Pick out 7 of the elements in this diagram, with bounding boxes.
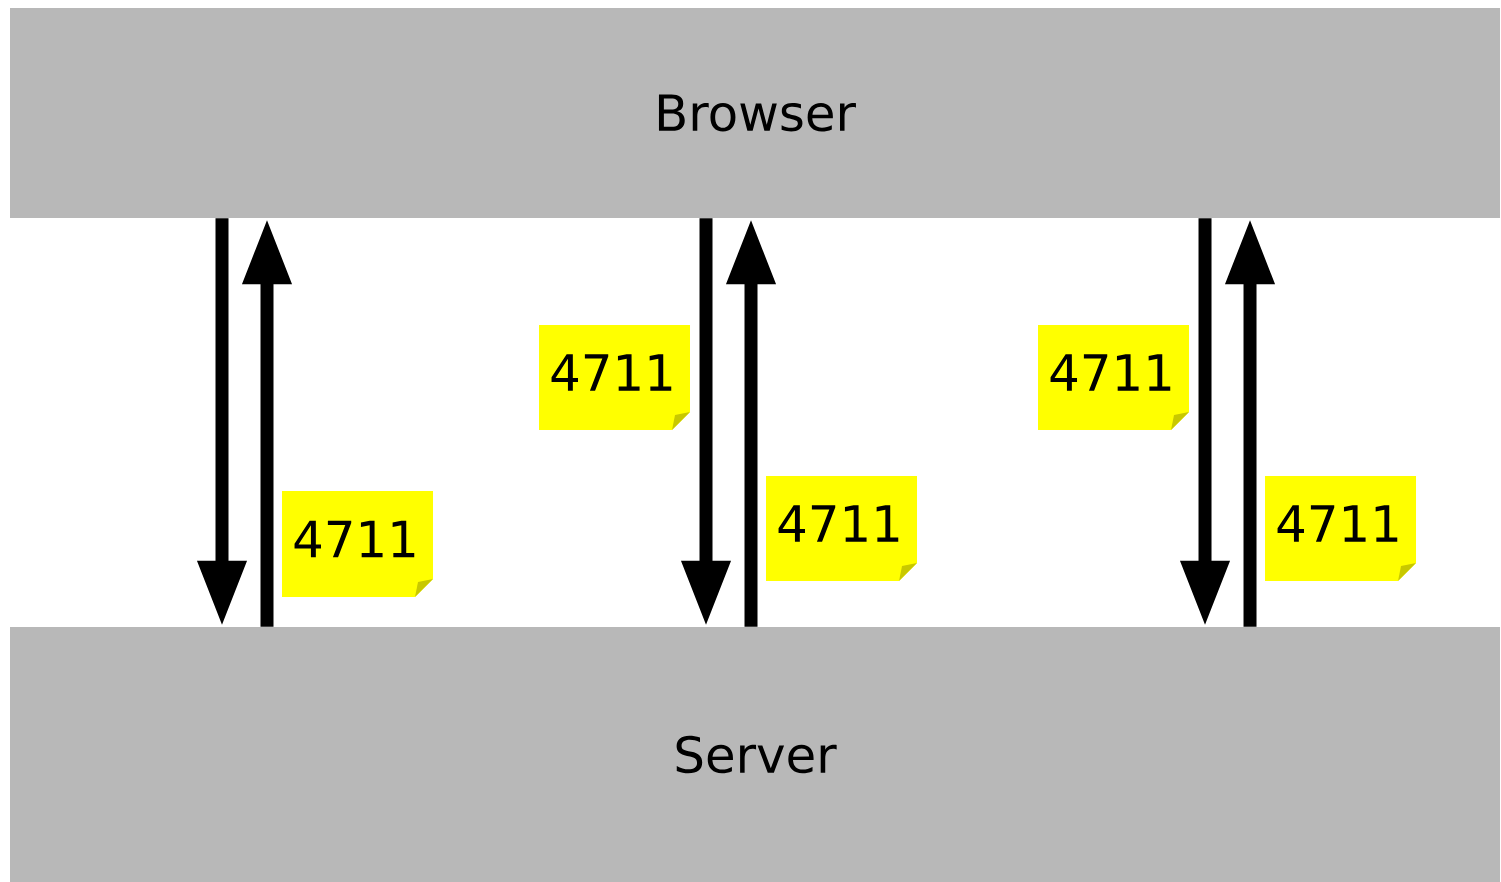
sticky-note: 4711: [282, 491, 433, 597]
band: Browser: [10, 8, 1500, 218]
sticky-note: 4711: [539, 325, 690, 430]
band: Server: [10, 627, 1500, 882]
sticky-note: 4711: [1265, 476, 1416, 581]
sticky-note: 4711: [766, 476, 917, 581]
sticky-note: 4711: [1038, 325, 1189, 430]
